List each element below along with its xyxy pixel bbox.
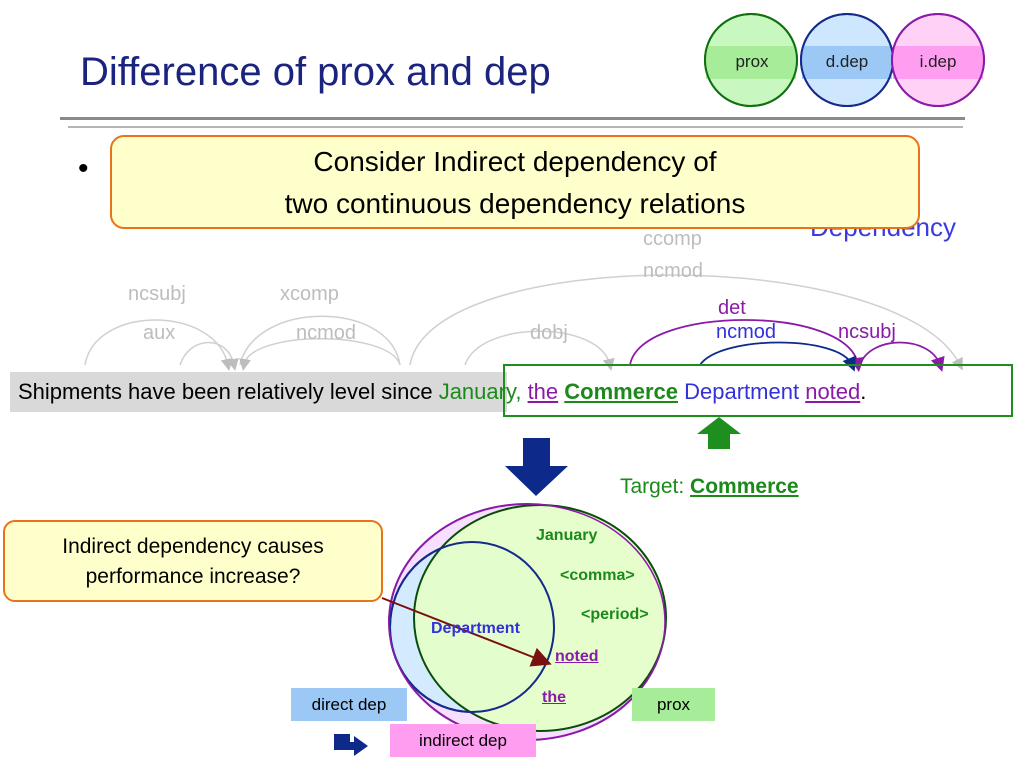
arc-label-dobj: dobj bbox=[530, 322, 568, 344]
arc-label-xcomp: xcomp bbox=[280, 283, 339, 305]
legend-direct-dep: direct dep bbox=[291, 688, 407, 721]
legend-circles bbox=[704, 13, 985, 107]
sentence-period: . bbox=[860, 379, 867, 404]
bullet-point: • bbox=[78, 152, 89, 185]
sentence-window-box bbox=[503, 364, 1013, 417]
i-dep-circle bbox=[891, 13, 985, 107]
arc-ncmod bbox=[699, 341, 856, 372]
sentence-background bbox=[10, 372, 507, 412]
arc-ncsubj bbox=[859, 341, 945, 372]
question-box: Indirect dependency causes performance i… bbox=[3, 520, 383, 602]
venn-word-noted: noted bbox=[555, 648, 599, 665]
arc-label-ncmod-left: ncmod bbox=[296, 322, 357, 344]
sentence-the: the bbox=[527, 379, 559, 404]
arc-label-ncmod-top: ncmod bbox=[643, 260, 704, 282]
arc-ncmod-left bbox=[239, 338, 401, 371]
question-line-1: Indirect dependency causes bbox=[62, 535, 324, 558]
legend-indirect-dep: indirect dep bbox=[390, 724, 536, 757]
target-label: Target: Commerce bbox=[620, 475, 799, 499]
question-pointer-arrow bbox=[381, 597, 552, 667]
arc-label-aux: aux bbox=[143, 322, 176, 344]
arc-label-ncmod: ncmod bbox=[716, 321, 777, 343]
example-sentence: Shipments have been relatively level sin… bbox=[18, 379, 866, 405]
arc-label-ncsubj: ncsubj bbox=[838, 321, 896, 343]
sentence-noted: noted bbox=[805, 379, 861, 404]
arc-label-ncsubj: ncsubj bbox=[128, 283, 186, 305]
venn-word-january: January bbox=[536, 527, 598, 544]
arc-ccomp bbox=[409, 274, 963, 371]
callout-line-1: Consider Indirect dependency of bbox=[313, 146, 717, 177]
dependency-arcs bbox=[84, 274, 963, 373]
venn-word-period: <period> bbox=[581, 606, 649, 623]
sentence-department: Department bbox=[684, 379, 800, 404]
venn-word-comma: <comma> bbox=[560, 567, 635, 584]
venn-word-department: Department bbox=[431, 620, 520, 637]
target-prefix: Target: bbox=[620, 475, 685, 498]
callout-box: Consider Indirect dependency of two cont… bbox=[110, 135, 920, 229]
arc-xcomp bbox=[239, 315, 401, 366]
prox-circle bbox=[704, 13, 798, 107]
up-arrow-icon bbox=[697, 417, 741, 449]
arc-aux bbox=[179, 341, 239, 371]
venn-word-the: the bbox=[542, 689, 566, 706]
callout-line-2: two continuous dependency relations bbox=[284, 188, 746, 219]
legend-prox: prox bbox=[632, 688, 715, 721]
arc-det bbox=[629, 319, 865, 373]
title-divider-secondary bbox=[68, 126, 963, 128]
page-title: Difference of prox and dep bbox=[80, 50, 551, 94]
prox-circle-label: prox bbox=[735, 52, 769, 71]
title-divider bbox=[60, 117, 965, 120]
sentence-commerce: Commerce bbox=[564, 379, 678, 404]
question-line-2: performance increase? bbox=[85, 565, 301, 588]
sentence-january: January, bbox=[438, 379, 522, 404]
arc-label-det: det bbox=[718, 297, 746, 319]
sentence-plain: Shipments have been relatively level sin… bbox=[18, 379, 433, 404]
down-arrow-icon bbox=[505, 438, 568, 496]
arc-dobj bbox=[464, 330, 615, 371]
i-dep-circle-label: i.dep bbox=[919, 52, 957, 71]
indirect-arrow-icon bbox=[334, 734, 368, 756]
target-word: Commerce bbox=[690, 475, 799, 498]
d-dep-circle-label: d.dep bbox=[825, 52, 869, 71]
arc-label-ccomp: ccomp bbox=[643, 228, 702, 250]
